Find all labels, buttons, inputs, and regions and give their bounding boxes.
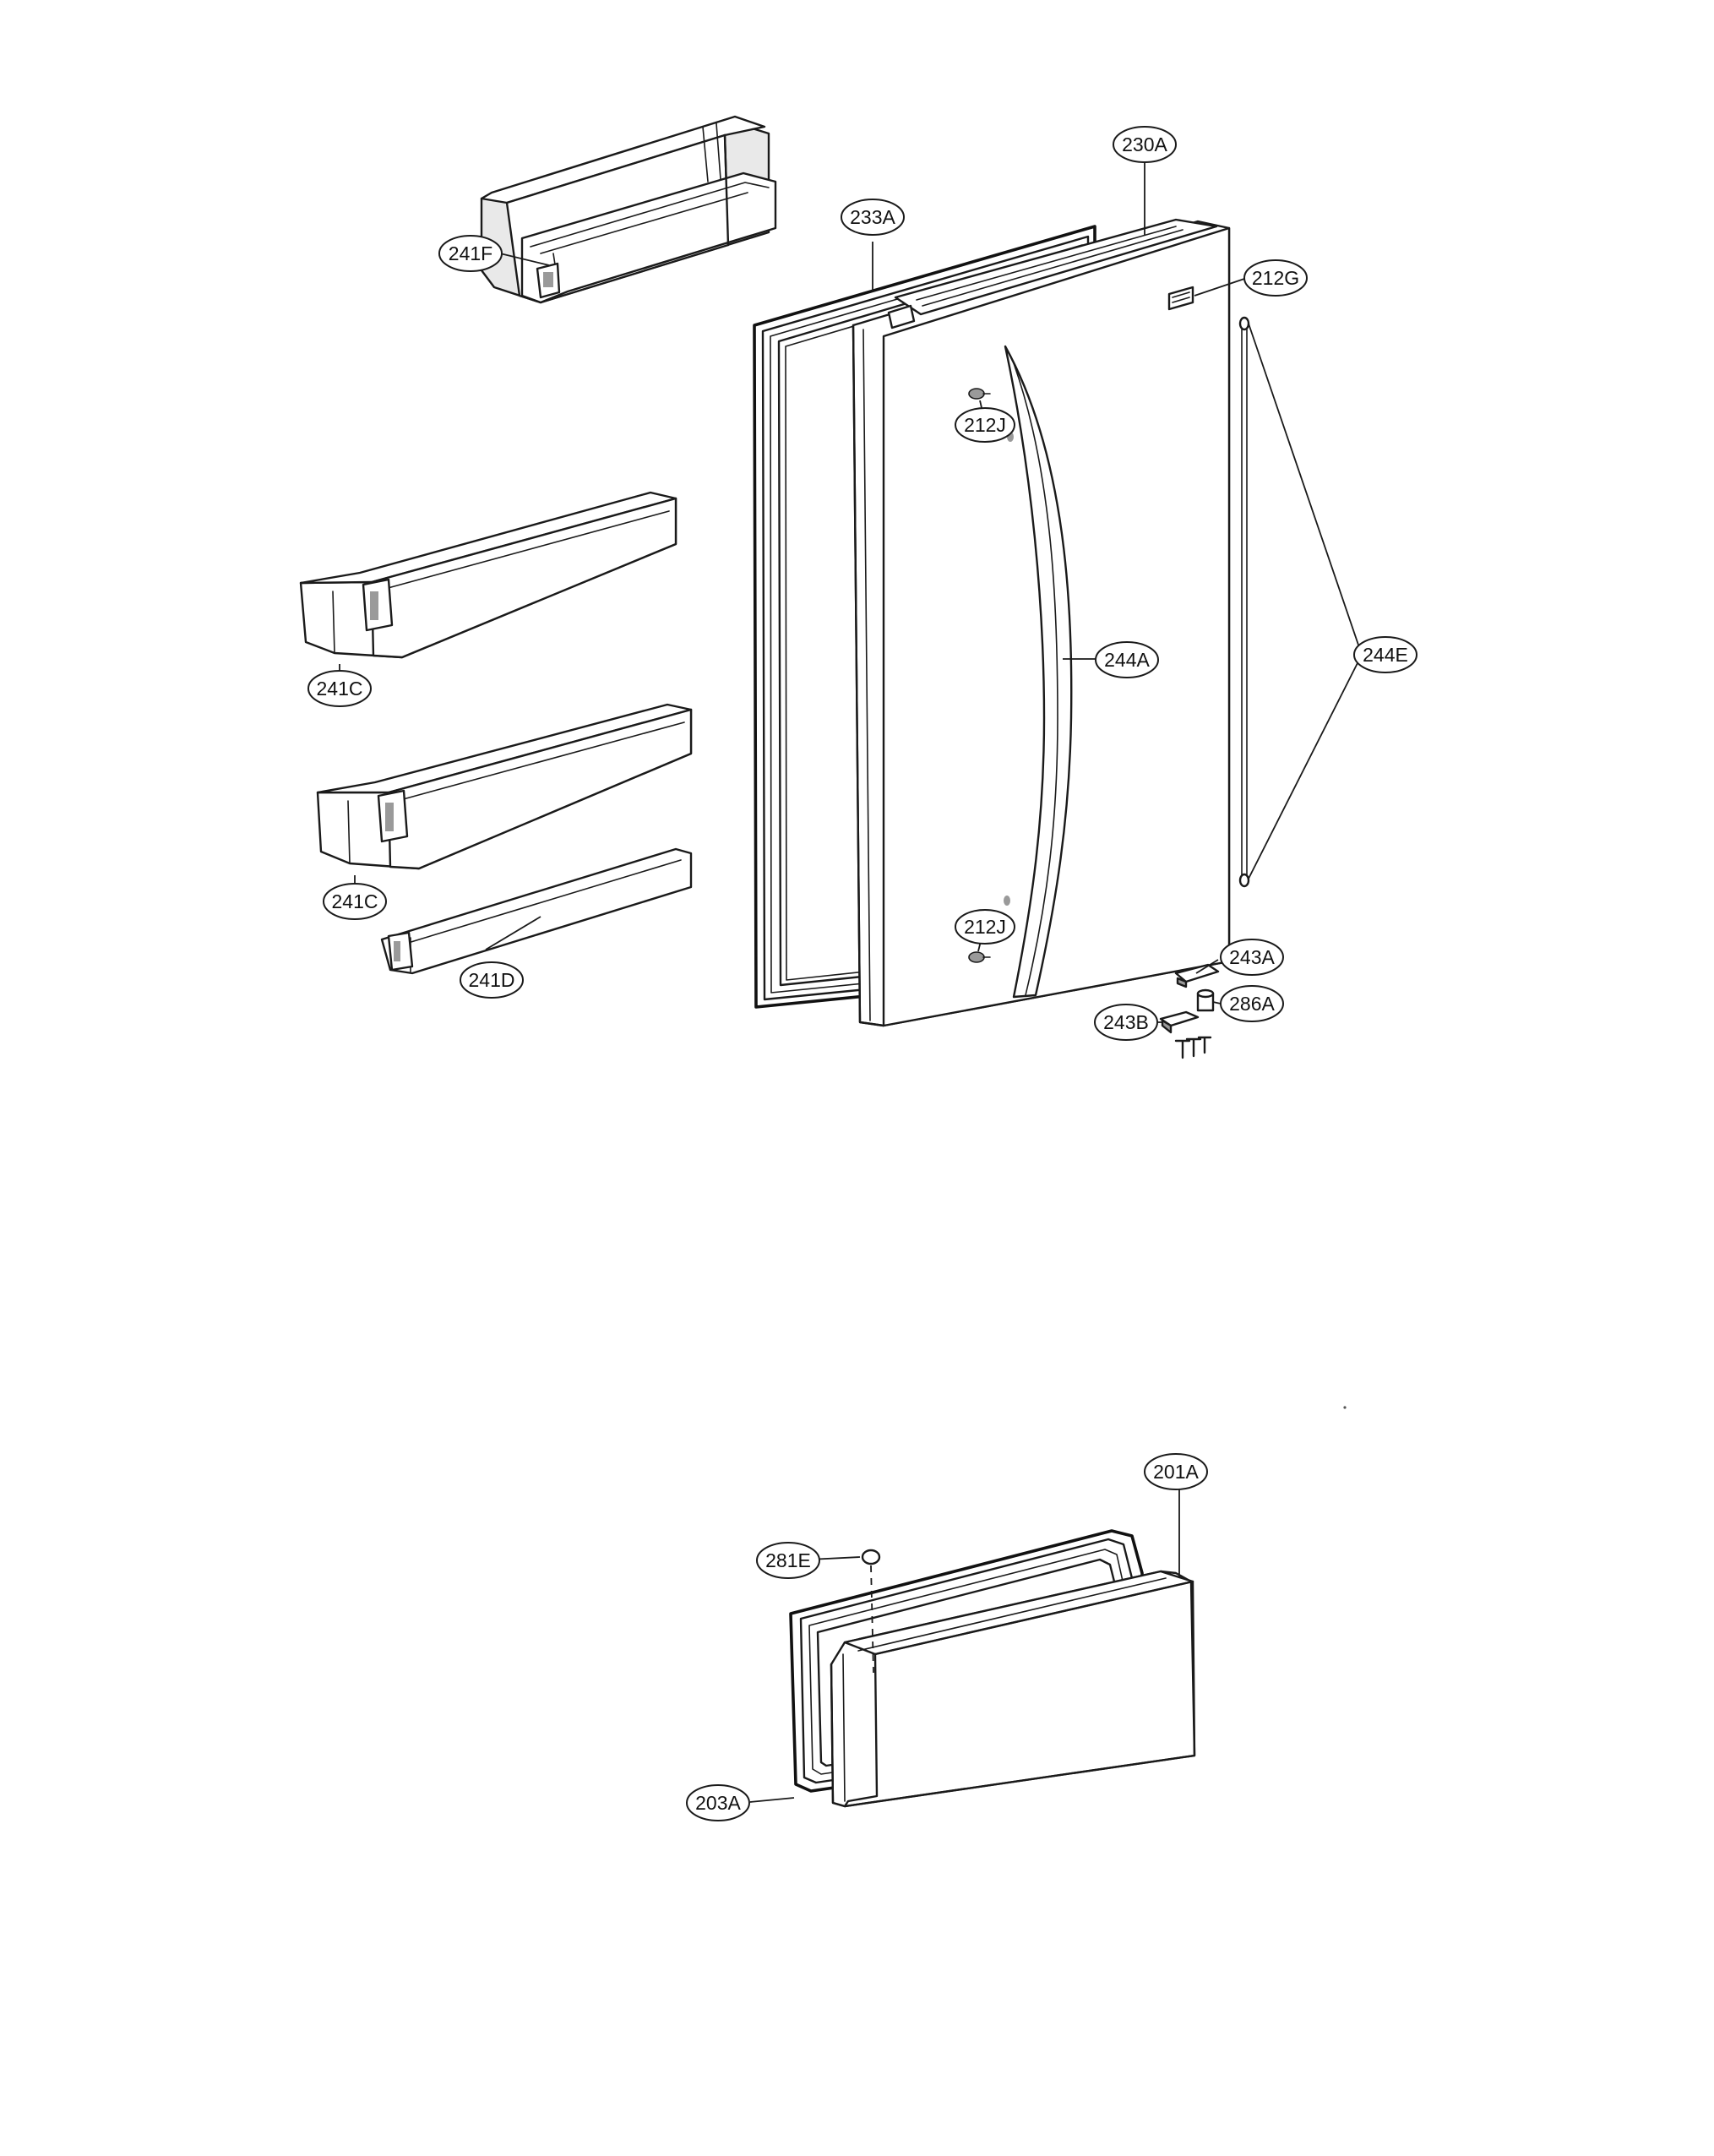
callout-243B: 243B [1094,1004,1158,1041]
svg-text:244A: 244A [1104,649,1150,671]
part-201A-freezer-door [830,1570,1196,1808]
svg-text:281E: 281E [765,1549,811,1571]
svg-text:201A: 201A [1153,1461,1199,1483]
callout-286A: 286A [1220,985,1284,1022]
svg-text:230A: 230A [1122,133,1167,155]
callout-243A: 243A [1220,939,1284,976]
callout-201A: 201A [1144,1453,1208,1490]
svg-text:212J: 212J [964,916,1006,938]
svg-text:233A: 233A [850,206,895,228]
callout-203A: 203A [686,1784,750,1821]
part-hinge-assembly [1159,963,1220,1059]
callout-230A: 230A [1113,126,1177,163]
speck [1343,1406,1347,1409]
callout-244A: 244A [1095,641,1159,678]
svg-text:212G: 212G [1252,267,1299,289]
part-230A-refrigerator-door [852,218,1231,1027]
svg-text:212J: 212J [964,414,1006,436]
callout-281E: 281E [756,1542,820,1579]
callout-212G: 212G [1243,259,1308,297]
svg-text:286A: 286A [1229,993,1275,1015]
callout-212J-bottom: 212J [955,909,1015,945]
svg-text:243B: 243B [1103,1011,1149,1033]
svg-text:244E: 244E [1363,644,1408,666]
part-241F-door-bin [480,115,777,304]
callout-241C-upper: 241C [307,670,372,707]
svg-text:241F: 241F [449,242,492,264]
part-241C-lower-bin [316,703,693,870]
part-241D-bin-rail [380,847,693,975]
svg-text:203A: 203A [695,1792,741,1814]
callout-241D: 241D [460,961,524,999]
callout-241C-lower: 241C [323,883,387,920]
svg-text:243A: 243A [1229,946,1275,968]
svg-text:241D: 241D [469,969,515,991]
part-241C-upper-bin [299,491,677,659]
svg-text:241C: 241C [317,678,363,700]
part-244E-side-rod [1238,316,1250,888]
callout-233A: 233A [841,199,905,236]
svg-text:241C: 241C [332,890,378,912]
callout-244E: 244E [1353,636,1417,673]
callout-212J-top: 212J [955,407,1015,443]
callout-241F: 241F [438,235,503,272]
part-281E-plug [861,1549,881,1674]
